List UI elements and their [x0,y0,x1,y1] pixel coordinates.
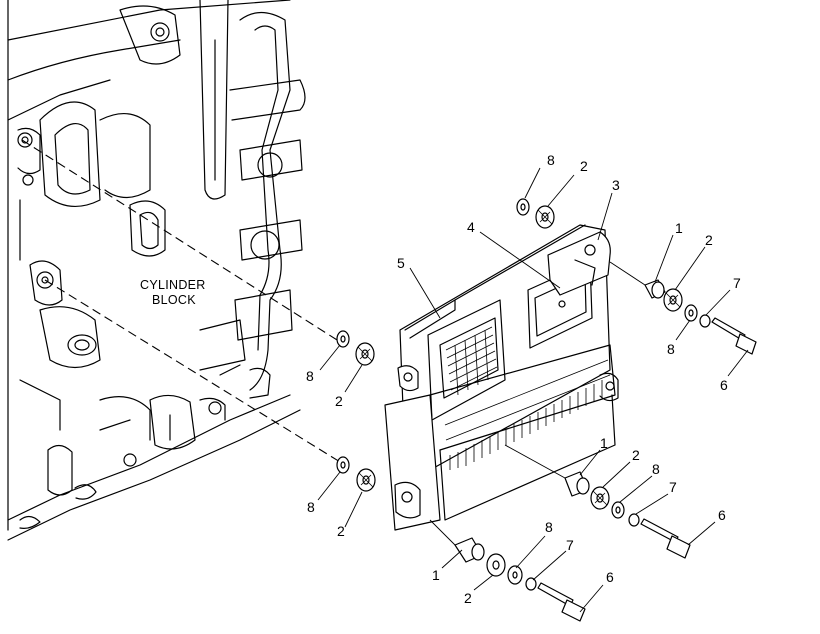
block-label-line1: CYLINDER [140,278,206,292]
callout-lockwasher-bottom: 2 [464,590,472,606]
callout-washer-left-2: 8 [307,499,315,515]
callout-connector-left: 5 [397,255,405,271]
callout-connector-right: 4 [467,219,475,235]
callout-bolt-upper: 6 [720,377,728,393]
callout-washer-lower: 8 [652,461,660,477]
callout-washer-left-1: 8 [306,368,314,384]
callout-numbers: 8 2 3 4 5 1 2 7 8 6 8 2 8 2 1 2 8 7 6 8 … [306,152,741,606]
alignment-lines [21,139,346,466]
callout-isolator-upper: 7 [733,275,741,291]
callout-lockwasher-left-2: 2 [337,523,345,539]
callout-washer-top: 8 [547,152,555,168]
callout-washer-bottom: 8 [545,519,553,535]
callout-bracket: 3 [612,177,620,193]
callout-lockwasher-upper: 2 [705,232,713,248]
callout-spacer-bottom: 1 [432,567,440,583]
block-label-line2: BLOCK [152,293,196,307]
callout-isolator-bottom: 7 [566,537,574,553]
callout-isolator-lower: 7 [669,479,677,495]
callout-lockwasher-top: 2 [580,158,588,174]
hardware-parts [336,198,757,622]
callout-spacer-lower: 1 [600,435,608,451]
callout-bolt-bottom: 6 [606,569,614,585]
callout-bolt-lower: 6 [718,507,726,523]
callout-lockwasher-lower: 2 [632,447,640,463]
callout-spacer-upper: 1 [675,220,683,236]
callout-washer-upper: 8 [667,341,675,357]
leader-lines [317,167,749,613]
callout-lockwasher-left-1: 2 [335,393,343,409]
cylinder-block [7,0,306,541]
